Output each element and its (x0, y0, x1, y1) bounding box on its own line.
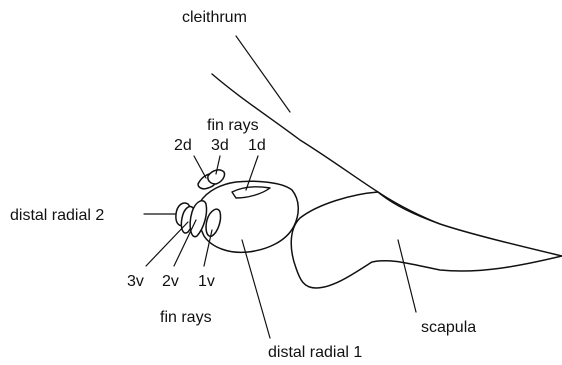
fin-ray-2d-leader (194, 156, 206, 178)
label-fin-rays-top: fin rays (207, 117, 259, 134)
distal-radial-1-leader (242, 240, 270, 338)
label-cleithrum: cleithrum (182, 9, 247, 26)
label-fin-ray-3d: 3d (211, 137, 229, 154)
label-fin-ray-1d: 1d (248, 137, 266, 154)
label-fin-ray-1v: 1v (198, 273, 215, 290)
cleithrum-leader (236, 36, 290, 112)
label-distal-radial-1: distal radial 1 (268, 344, 362, 361)
label-fin-ray-3v: 3v (127, 273, 144, 290)
label-scapula: scapula (421, 319, 476, 336)
label-fin-ray-2d: 2d (174, 137, 192, 154)
label-distal-radial-2: distal radial 2 (10, 207, 104, 224)
label-fin-rays-bottom: fin rays (160, 309, 212, 326)
fin-ray-3v-leader (146, 222, 188, 266)
label-fin-ray-2v: 2v (162, 273, 179, 290)
scapula-shape (291, 192, 562, 288)
